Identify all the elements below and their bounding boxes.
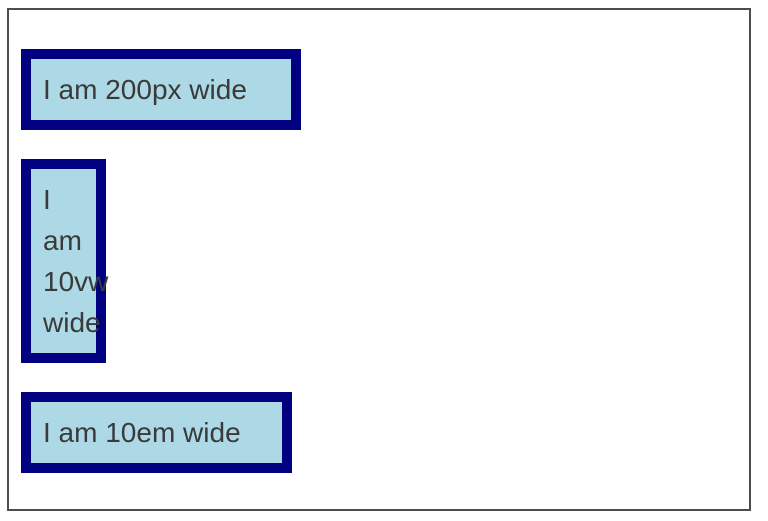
width-demo-box-10vw: I am 10vw wide bbox=[21, 159, 108, 363]
width-demo-box-10em: I am 10em wide bbox=[21, 392, 292, 473]
width-demo-box-200px: I am 200px wide bbox=[21, 49, 301, 130]
result-frame: I am 200px wide I am 10vw wide I am 10em… bbox=[7, 8, 751, 511]
